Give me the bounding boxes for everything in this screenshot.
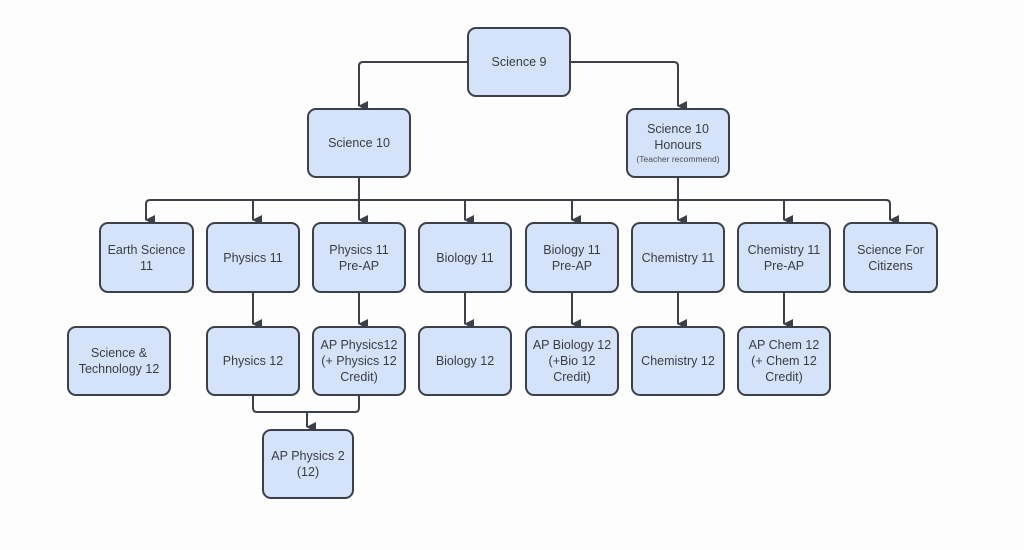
bus-grade11	[145, 199, 899, 225]
edge-science9-science10	[358, 61, 467, 111]
node-chemistry-11[interactable]: Chemistry 11	[631, 222, 725, 293]
node-ap-biology-12[interactable]: AP Biology 12 (+Bio 12 Credit)	[525, 326, 619, 396]
node-label: Pre-AP	[763, 258, 805, 273]
node-biology-11-pre-ap[interactable]: Biology 11 Pre-AP	[525, 222, 619, 293]
node-label: Credit)	[553, 370, 591, 384]
node-physics-12[interactable]: Physics 12	[206, 326, 300, 396]
node-label: Science 10	[647, 122, 709, 136]
node-science-9[interactable]: Science 9	[467, 27, 571, 97]
node-chemistry-12[interactable]: Chemistry 12	[631, 326, 725, 396]
node-label: Science &	[90, 346, 148, 360]
node-label: (+ Physics 12	[321, 354, 397, 368]
node-physics-11-pre-ap[interactable]: Physics 11 Pre-AP	[312, 222, 406, 293]
node-label: Science 9	[491, 55, 547, 69]
node-label: (+Bio 12	[548, 354, 596, 368]
node-label: Chemistry 11	[641, 250, 715, 265]
edge-science9-science10h	[571, 61, 687, 111]
node-label: Chemistry 11	[747, 242, 821, 257]
node-science-for-citizens[interactable]: Science For Citizens	[843, 222, 938, 293]
node-earth-science-11[interactable]: Earth Science 11	[99, 222, 194, 293]
node-label: AP Physics12	[320, 338, 398, 352]
node-biology-11[interactable]: Biology 11	[418, 222, 512, 293]
node-label: Biology 11	[543, 242, 601, 257]
node-label: Pre-AP	[551, 258, 593, 273]
node-label: Credit)	[340, 370, 378, 384]
node-label: Biology 11	[436, 250, 494, 265]
node-label: Physics 11	[329, 242, 389, 257]
node-label: AP Chem 12	[748, 338, 820, 352]
node-label: Science For	[857, 242, 924, 257]
node-label: Technology 12	[78, 362, 160, 376]
node-physics-11[interactable]: Physics 11	[206, 222, 300, 293]
node-note: (Teacher recommend)	[636, 154, 720, 164]
node-label: Biology 12	[435, 354, 495, 368]
node-label: AP Physics 2	[271, 449, 345, 463]
node-ap-chem-12[interactable]: AP Chem 12 (+ Chem 12 Credit)	[737, 326, 831, 396]
node-science-technology-12[interactable]: Science & Technology 12	[67, 326, 171, 396]
node-label: Physics 11	[223, 250, 283, 265]
node-science-10-honours[interactable]: Science 10 Honours (Teacher recommend)	[626, 108, 730, 178]
node-label: (+ Chem 12	[751, 354, 817, 368]
node-biology-12[interactable]: Biology 12	[418, 326, 512, 396]
node-ap-physics-12[interactable]: AP Physics12 (+ Physics 12 Credit)	[312, 326, 406, 396]
node-ap-physics-2[interactable]: AP Physics 2 (12)	[262, 429, 354, 499]
node-label: Citizens	[868, 258, 913, 273]
node-label: (12)	[296, 465, 320, 479]
edge-physics12-apphysics2	[252, 396, 360, 413]
node-label: 11	[140, 258, 153, 273]
node-label: Honours	[654, 138, 702, 152]
node-label: Pre-AP	[338, 258, 380, 273]
node-label: AP Biology 12	[532, 338, 612, 352]
node-label: Credit)	[765, 370, 803, 384]
node-label: Earth Science	[107, 242, 186, 257]
node-label: Chemistry 12	[641, 354, 715, 368]
node-science-10[interactable]: Science 10	[307, 108, 411, 178]
node-label: Science 10	[328, 136, 390, 150]
node-chemistry-11-pre-ap[interactable]: Chemistry 11 Pre-AP	[737, 222, 831, 293]
node-label: Physics 12	[222, 354, 284, 368]
